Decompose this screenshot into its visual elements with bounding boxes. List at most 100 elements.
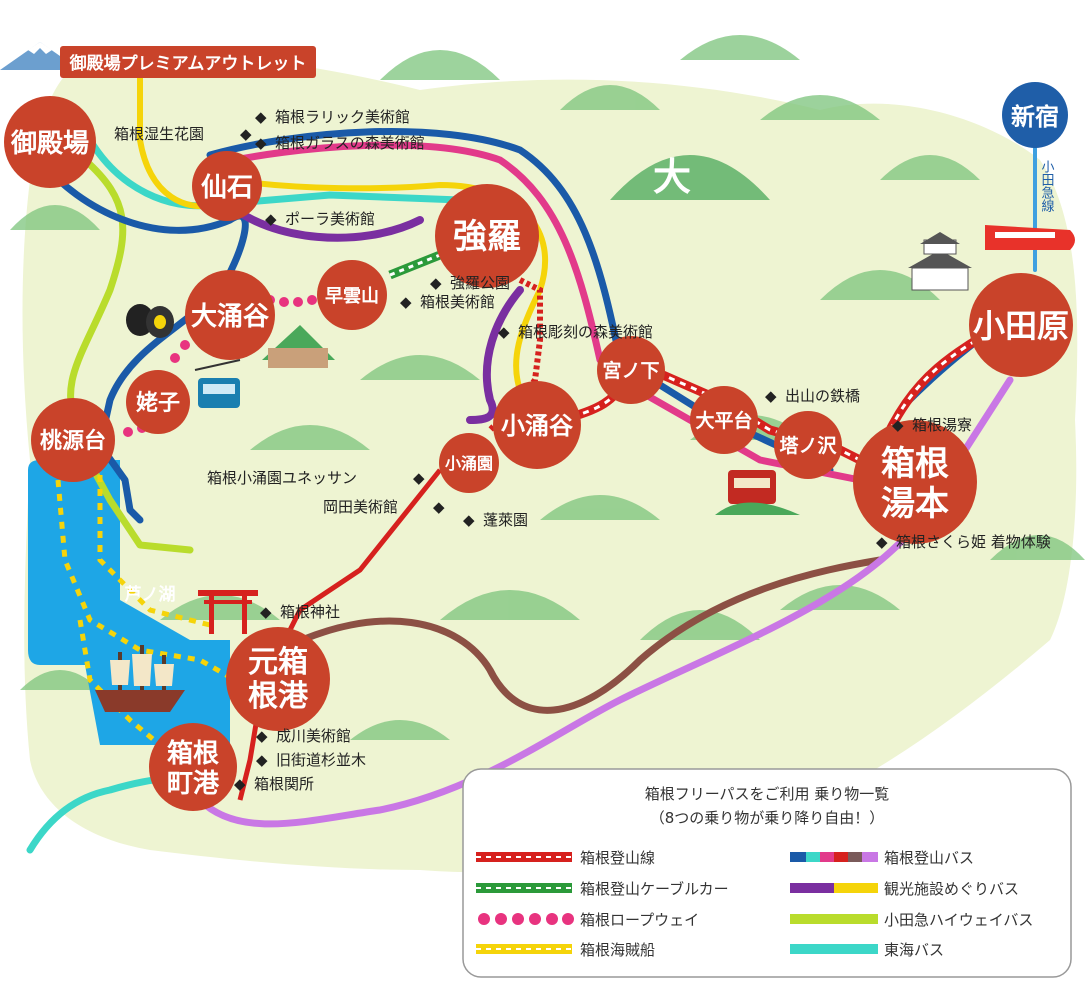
- outlet-badge: 御殿場プレミアムアウトレット: [60, 46, 316, 78]
- station-owakudani-circle: [185, 270, 275, 360]
- romancecar-train-icon: [985, 225, 1075, 250]
- legend-subtitle: （8つの乗り物が乗り降り自由！）: [650, 809, 885, 827]
- station-ohiradai: 大平台: [695, 409, 752, 432]
- station-kowakien-circle: [439, 433, 499, 493]
- place-hakone-shrine: 箱根神社: [280, 603, 340, 621]
- legend-tozan-bus: 箱根登山バス: [884, 849, 974, 867]
- place-deyama: 出山の鉄橋: [785, 387, 860, 405]
- legend-cable-car: 箱根登山ケーブルカー: [580, 880, 729, 898]
- legend-swatch-pirate-ship: [476, 944, 572, 954]
- station-owakudani: 大涌谷: [191, 302, 270, 332]
- place-sugi-namiki: 旧街道杉並木: [276, 751, 366, 769]
- station-ohiradai-circle: [690, 386, 758, 454]
- tozan-train-icon: [715, 470, 800, 515]
- place-sakurahime: 箱根さくら姫 着物体験: [896, 533, 1051, 551]
- place-diamond-14: ◆: [260, 603, 272, 621]
- place-pola: ポーラ美術館: [285, 210, 375, 228]
- place-diamond-6: ◆: [400, 293, 412, 311]
- place-diamond-15: ◆: [256, 727, 268, 745]
- station-machi-circle: [149, 723, 237, 811]
- place-gora-park: 強羅公園: [450, 274, 510, 292]
- station-miyanoshita: 宮ノ下: [602, 359, 659, 382]
- place-diamond-11: ◆: [765, 387, 777, 405]
- station-miyanoshita-circle: [597, 336, 665, 404]
- dai-symbol: 大: [653, 154, 691, 199]
- station-gora-circle: [435, 184, 539, 288]
- pirate-ship-icon: [95, 645, 185, 712]
- place-yuryo: 箱根湯寮: [912, 416, 972, 434]
- route-lines: [26, 57, 1037, 854]
- lake-ashinoko: [28, 460, 230, 745]
- station-gotemba-circle: [4, 96, 96, 188]
- station-tonosawa-circle: [774, 411, 842, 479]
- station-tonosawa: 塔ノ沢: [779, 434, 837, 457]
- station-yumoto-line1: 箱根: [881, 444, 949, 484]
- village-icon: [262, 325, 335, 368]
- black-egg-icon: [126, 304, 174, 338]
- place-diamond-10: ◆: [463, 511, 475, 529]
- legend-ropeway: 箱根ロープウェイ: [580, 911, 699, 929]
- legend-swatch-tozan-line: [476, 852, 572, 862]
- shinjuku-label: 新宿: [1011, 103, 1059, 131]
- station-yumoto-line2: 湯本: [881, 484, 949, 524]
- place-diamond-4: ◆: [265, 210, 277, 228]
- station-yumoto-circle: [853, 420, 977, 544]
- odawara-castle-icon: [908, 232, 972, 291]
- legend-title: 箱根フリーパスをご利用 乗り物一覧: [645, 785, 890, 803]
- lake-label: 芦ノ湖: [125, 584, 176, 605]
- place-narukawa: 成川美術館: [276, 727, 351, 745]
- place-diamond-8: ◆: [413, 469, 425, 487]
- legend-odakyu-highway-bus: 小田急ハイウェイバス: [884, 911, 1033, 929]
- station-sounzan: 早雲山: [325, 286, 379, 307]
- station-togendai: 桃源台: [40, 428, 106, 454]
- station-motohakone-line1: 元箱: [248, 645, 308, 680]
- station-machi-line1: 箱根: [167, 738, 219, 769]
- station-labels: 御殿場 仙石 強羅 早雲山 大涌谷 姥子 桃源台 小涌谷 小涌園 宮ノ下 大平台…: [10, 103, 1069, 799]
- mountain-decorations: [0, 35, 1085, 740]
- ropeway-gondola-icon: [194, 359, 241, 408]
- place-shisseikaen: 箱根湿生花園: [114, 125, 204, 143]
- place-glass: 箱根ガラスの森美術館: [275, 134, 425, 152]
- outlet-label: 御殿場プレミアムアウトレット: [69, 53, 307, 74]
- legend-swatch-sightseeing-bus: [790, 883, 878, 893]
- station-ubako: 姥子: [136, 390, 180, 416]
- place-diamond-12: ◆: [892, 416, 904, 434]
- legend: 箱根フリーパスをご利用 乗り物一覧 （8つの乗り物が乗り降り自由！） 箱根登山線…: [462, 768, 1072, 978]
- odakyu-line-label: 小田急線: [1039, 160, 1055, 212]
- place-diamond-1: ◆: [240, 125, 252, 143]
- place-diamond-3: ◆: [255, 134, 267, 152]
- legend-swatch-tozan-bus: [790, 852, 878, 862]
- torii-gate-icon: [198, 590, 258, 634]
- place-hakone-museum: 箱根美術館: [420, 293, 495, 311]
- station-ubako-circle: [126, 370, 190, 434]
- place-diamond-17: ◆: [234, 775, 246, 793]
- places-of-interest: 箱根湿生花園 ◆ ◆ 箱根ラリック美術館 ◆ 箱根ガラスの森美術館 ◆ ポーラ美…: [114, 108, 1051, 793]
- station-sengokuhara-circle: [192, 151, 262, 221]
- station-gotemba: 御殿場: [10, 128, 89, 159]
- place-yunessun: 箱根小涌園ユネッサン: [207, 469, 357, 487]
- station-motohakone-line2: 根港: [248, 679, 309, 714]
- place-okada: 岡田美術館: [323, 498, 398, 516]
- place-diamond-7: ◆: [498, 323, 510, 341]
- station-gora: 強羅: [453, 217, 521, 257]
- legend-swatch-odakyu-highway-bus: [790, 914, 878, 924]
- station-machi-line2: 町港: [167, 769, 220, 799]
- legend-tokai-bus: 東海バス: [884, 941, 944, 959]
- place-diamond-2: ◆: [255, 108, 267, 126]
- station-odawara: 小田原: [973, 307, 1069, 345]
- legend-tozan-line: 箱根登山線: [580, 849, 655, 867]
- legend-swatch-tokai-bus: [790, 944, 878, 954]
- place-diamond-5: ◆: [430, 274, 442, 292]
- place-open-air: 箱根彫刻の森美術館: [518, 323, 653, 341]
- place-lalique: 箱根ラリック美術館: [275, 108, 410, 126]
- place-horaien: 蓬萊園: [483, 511, 528, 529]
- stations: [4, 82, 1073, 811]
- place-sekisho: 箱根関所: [254, 775, 314, 793]
- station-motohakone-circle: [226, 627, 330, 731]
- station-togendai-circle: [31, 398, 115, 482]
- legend-swatch-cable-car: [476, 883, 572, 893]
- place-diamond-16: ◆: [256, 751, 268, 769]
- cable-car-line: [388, 250, 442, 280]
- station-kowakien: 小涌園: [445, 454, 493, 473]
